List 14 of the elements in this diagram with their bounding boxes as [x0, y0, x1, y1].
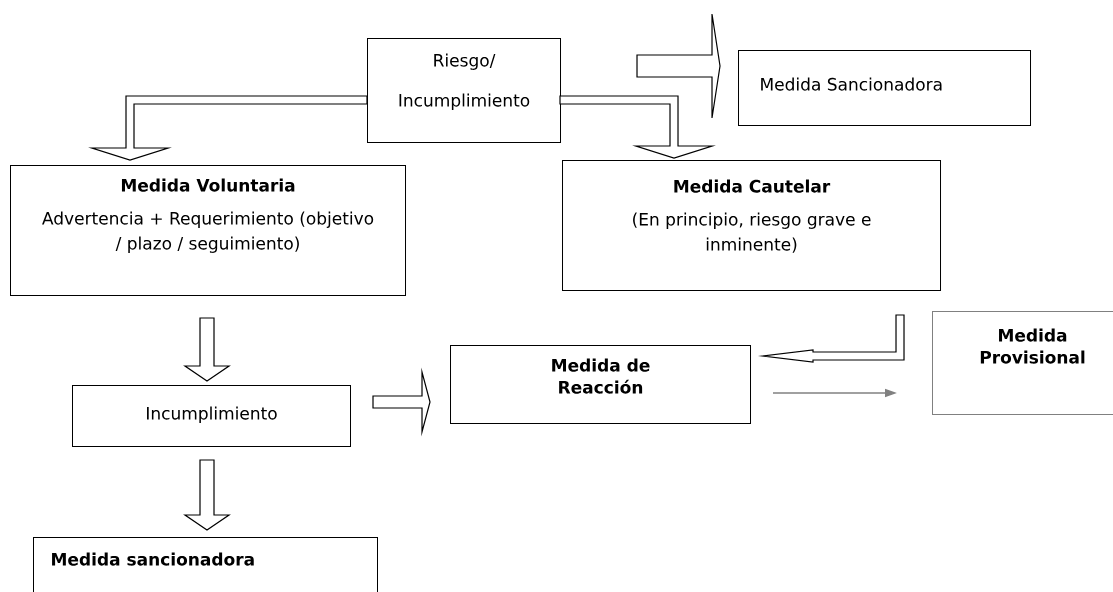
process-box: Medida sancionadora [33, 537, 378, 592]
block-arrow [183, 317, 231, 382]
block-arrow [372, 367, 431, 437]
process-box: Medida Voluntaria Advertencia + Requerimiento (objetivo / plazo / seguimiento) [10, 165, 406, 296]
process-box: Medida Cautelar (En principio, riesgo grave e inminente) [562, 160, 941, 291]
block-arrow [559, 95, 716, 159]
process-box: Riesgo/ Incumplimiento [367, 38, 561, 143]
block-arrow [636, 13, 721, 119]
process-box: Medida Sancionadora [738, 50, 1031, 126]
process-box: Medida Provisional [932, 311, 1113, 415]
block-arrow [88, 95, 368, 161]
process-box: Incumplimiento [72, 385, 351, 447]
block-arrow [183, 459, 231, 531]
process-box: Medida de Reacción [450, 345, 751, 424]
